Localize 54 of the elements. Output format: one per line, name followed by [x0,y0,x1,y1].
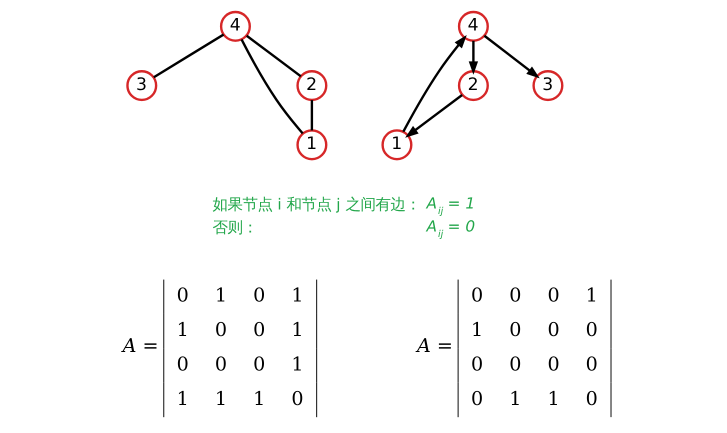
label: 如果节点 i 和节点 j 之间有边： [212,196,420,214]
label: 0 [176,284,189,307]
label: 1 [586,284,598,307]
arrow [468,40,478,75]
label: 0 [291,386,304,410]
label: 1 [509,386,522,410]
label: 0 [253,318,266,341]
arrow [402,35,467,132]
node-circle: 4 [458,10,489,42]
connector [240,38,304,134]
label: 1 [291,352,304,376]
label: 否则： [212,218,258,237]
label: 1 [547,386,560,410]
arrow [484,34,540,78]
label: 0 [509,352,522,376]
label: 0 [586,352,598,376]
label: 1 [471,318,484,341]
node-circle: 1 [381,129,412,160]
label: A = [122,334,159,358]
label: 0 [214,352,228,376]
label: 1 [291,284,304,307]
label: 1 [253,386,266,410]
label: A = [417,334,453,358]
label: 1 [176,318,189,341]
label: 1 [291,318,304,341]
node-circle: 3 [126,70,158,102]
label: 0 [509,284,522,307]
label: 0 [547,284,560,307]
label: 0 [176,352,189,376]
label: 1 [214,284,228,307]
label: 0 [471,386,484,410]
label: 0 [586,318,598,341]
label: 0 [471,352,484,376]
node-circle: 2 [458,70,489,102]
label: 0 [471,284,484,307]
label: A$_{ij}$ = 1 [426,194,476,218]
label: 1 [214,386,228,410]
arrow [405,94,463,138]
label: 0 [253,352,266,376]
label: 0 [586,386,598,410]
label: A$_{ij}$ = 0 [426,218,476,240]
node-circle: 1 [296,129,328,160]
label: 0 [253,284,266,307]
label: 0 [509,318,522,341]
connector [153,34,224,78]
label: 0 [214,318,228,341]
label: 0 [547,318,560,341]
label: 1 [176,386,189,410]
label: 0 [547,352,560,376]
node-circle: 4 [220,10,251,42]
node-circle: 2 [296,70,328,102]
connector [246,34,302,78]
node-circle: 3 [532,70,564,102]
connector [310,100,314,130]
